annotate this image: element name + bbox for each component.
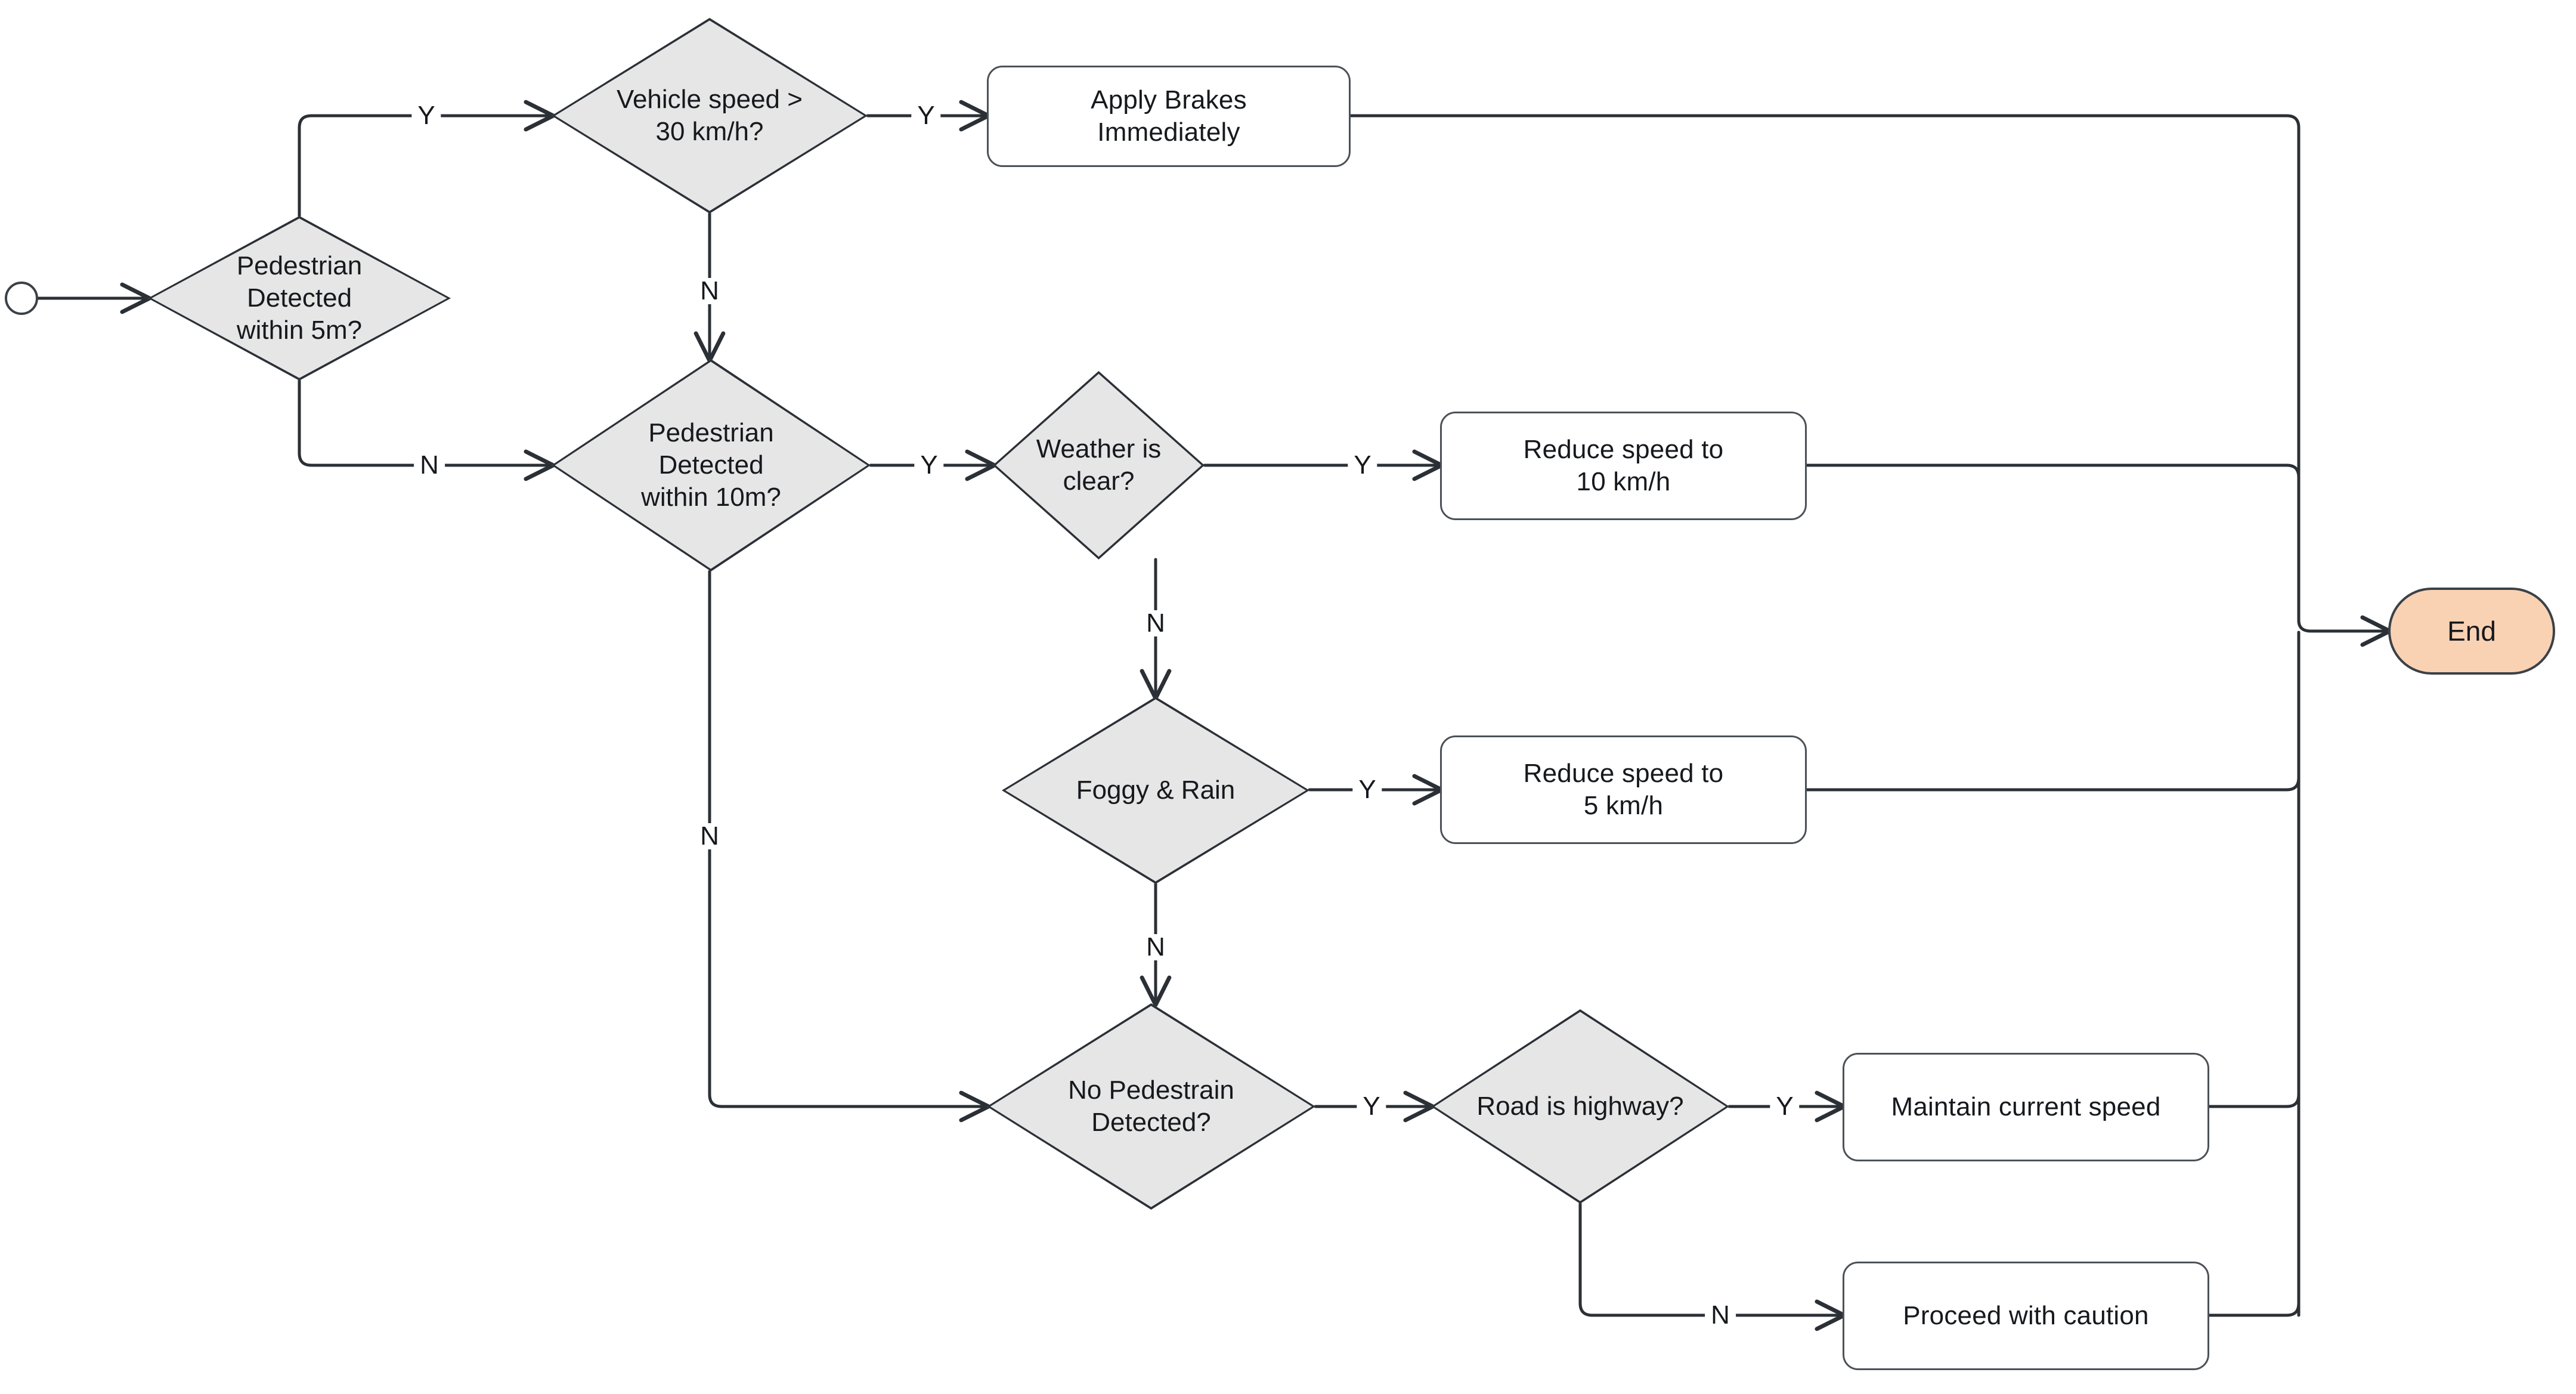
decision-pedestrian-within-10m[interactable]: Pedestrian Detected within 10m? [552, 359, 871, 571]
edge-brakes-to-end [1349, 114, 2301, 622]
edge-label-weather-no: N [1140, 610, 1171, 636]
label-line-2: Detected [246, 283, 352, 313]
edge-reduce10-to-end [1805, 463, 2301, 479]
label-line-1: Pedestrian [236, 251, 363, 281]
process-reduce-speed-5[interactable]: Reduce speed to 5 km/h [1440, 735, 1807, 844]
edge-label-highway-yes: Y [1770, 1093, 1800, 1120]
decision-label: No Pedestrain Detected? [1063, 1074, 1239, 1138]
process-maintain-current-speed[interactable]: Maintain current speed [1843, 1053, 2209, 1161]
decision-pedestrian-within-5m[interactable]: Pedestrian Detected within 5m? [148, 216, 451, 381]
edge-label-highway-no: N [1705, 1302, 1736, 1328]
label-line-1: Reduce speed to [1523, 435, 1724, 465]
process-label: Proceed with caution [1903, 1301, 2149, 1331]
label-line-2: Immediately [1097, 118, 1240, 147]
process-reduce-speed-10[interactable]: Reduce speed to 10 km/h [1440, 412, 1807, 520]
edge-highway-no-to-caution [1578, 1202, 1847, 1331]
decision-no-pedestrian-detected[interactable]: No Pedestrain Detected? [987, 1003, 1315, 1210]
edge-label-ped5-yes: Y [411, 103, 441, 129]
decision-road-is-highway[interactable]: Road is highway? [1431, 1009, 1729, 1204]
label-line-1: Reduce speed to [1523, 759, 1724, 789]
label-line-2: 30 km/h? [655, 117, 764, 146]
edge-maintain-to-end [2207, 1093, 2301, 1108]
process-proceed-with-caution[interactable]: Proceed with caution [1843, 1262, 2209, 1370]
label-line-2: Detected [658, 450, 764, 480]
diamond-outline [993, 371, 1205, 560]
process-label: Apply Brakes Immediately [1091, 84, 1247, 148]
decision-vehicle-speed-over-30[interactable]: Vehicle speed > 30 km/h? [552, 18, 868, 214]
decision-label: Road is highway? [1476, 1092, 1684, 1121]
decision-foggy-and-rain[interactable]: Foggy & Rain [1002, 697, 1309, 884]
decision-label: Pedestrian Detected within 10m? [636, 417, 786, 513]
diamond-outline [987, 1003, 1315, 1210]
decision-label: Foggy & Rain [1076, 775, 1236, 805]
process-label: Reduce speed to 10 km/h [1524, 434, 1724, 497]
decision-label: Vehicle speed > 30 km/h? [612, 84, 807, 147]
edge-label-speed30-yes: Y [911, 103, 941, 129]
label-line-1: No Pedestrain [1068, 1075, 1234, 1105]
decision-weather-is-clear[interactable]: Weather is clear? [993, 371, 1205, 560]
edge-ped5-yes-to-speed30 [298, 100, 556, 218]
edge-label-ped5-no: N [414, 452, 445, 478]
label-line-2: 10 km/h [1576, 467, 1671, 496]
edge-label-weather-yes: Y [1348, 452, 1377, 478]
edge-label-ped10-no: N [694, 823, 725, 849]
label-line-2: Detected? [1091, 1108, 1211, 1137]
edge-ped10-no-to-noped [708, 570, 991, 1123]
label-line-2: 5 km/h [1583, 791, 1664, 820]
edge-caution-to-end [2207, 1302, 2301, 1317]
end-label: End [2447, 616, 2496, 647]
process-label: Maintain current speed [1891, 1092, 2161, 1122]
process-label: Reduce speed to 5 km/h [1524, 758, 1724, 821]
edge-reduce5-to-end [1805, 776, 2301, 792]
label-line-1: Apply Brakes [1091, 85, 1247, 115]
decision-label: Weather is clear? [1036, 434, 1162, 496]
label-line-3: within 5m? [236, 315, 363, 345]
label-line-1: Vehicle speed > [617, 85, 803, 115]
process-apply-brakes-immediately[interactable]: Apply Brakes Immediately [987, 66, 1351, 167]
edge-label-speed30-no: N [694, 278, 725, 304]
start-node[interactable] [5, 282, 38, 315]
edge-label-ped10-yes: Y [914, 452, 944, 478]
edge-trunk-to-end [2297, 615, 2392, 647]
edge-label-noped-yes: Y [1357, 1093, 1386, 1120]
edge-label-foggy-no: N [1140, 934, 1171, 960]
edge-label-foggy-yes: Y [1352, 777, 1382, 803]
end-node[interactable]: End [2388, 588, 2555, 675]
decision-label: Pedestrian Detected within 5m? [232, 250, 367, 346]
label-line-3: within 10m? [641, 482, 781, 512]
label-line-1: Pedestrian [648, 418, 774, 448]
